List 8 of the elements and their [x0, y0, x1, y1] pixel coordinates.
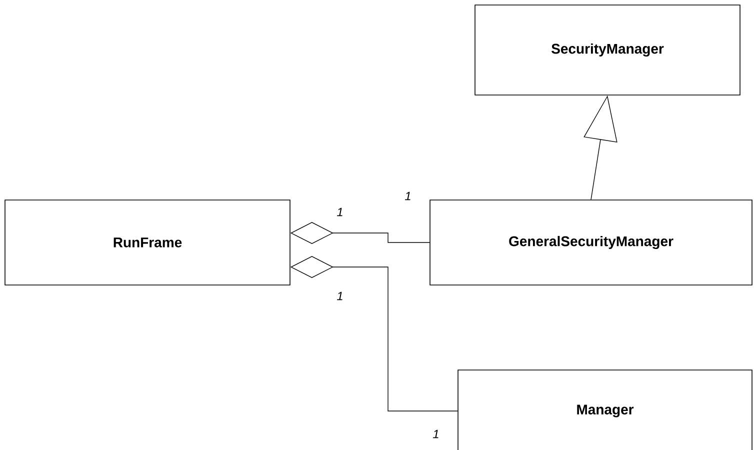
class-box: GeneralSecurityManager	[430, 200, 752, 286]
class-box: Manager	[458, 370, 752, 450]
class-box: RunFrame	[4, 200, 290, 286]
multiplicity-label: 1	[336, 292, 342, 300]
class-box: SecurityManager	[474, 4, 740, 96]
multiplicity-label: 1	[336, 208, 342, 216]
multiplicity-label: 1	[432, 430, 438, 438]
multiplicity-label: 1	[404, 192, 410, 200]
